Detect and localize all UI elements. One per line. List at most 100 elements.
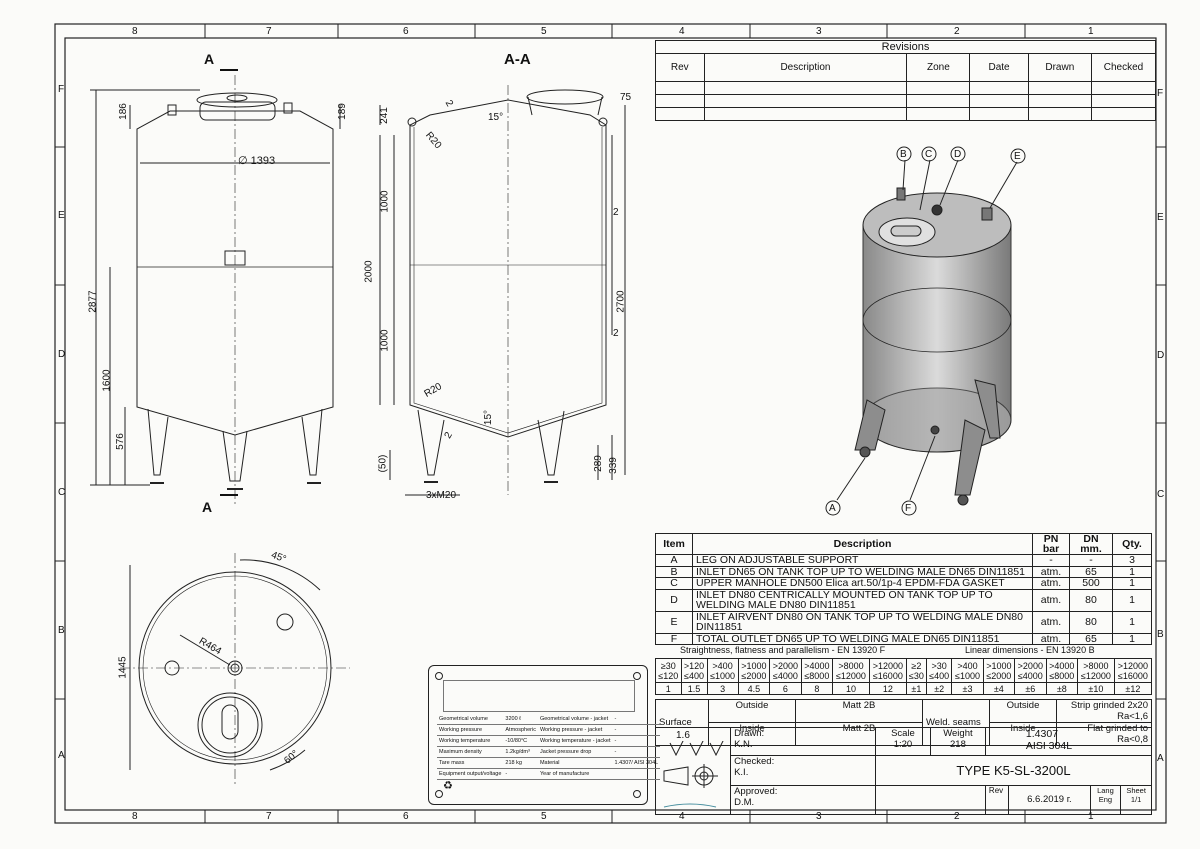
item-pn: - [1032,554,1070,567]
dim-m20: 3xM20 [426,490,457,501]
col-label: 8 [132,26,138,37]
tol-left-value: 6 [769,682,802,695]
item-dn: 80 [1069,610,1113,634]
col-label: 5 [541,26,547,37]
rev-header: Rev [655,53,705,82]
rev-header: Checked [1091,53,1156,82]
section-title: A-A [504,51,531,68]
row-label: E [1157,212,1164,223]
angle-15-top: 15° [488,112,504,123]
tol-right-value: ±6 [1014,682,1047,695]
item-dn: 65 [1069,565,1113,578]
plate-key: Geometrical volume [437,714,504,725]
dim-50: (50) [377,454,389,473]
items-header-description: Description [692,533,1033,555]
drawn-label: Drawn: [734,728,765,739]
plate-value: - [612,724,661,736]
tol-left-range: ≥30 ≤120 [655,658,682,683]
row-label: C [1157,489,1165,500]
weld-outside: Outside [989,699,1057,723]
col-label: 1 [1088,811,1094,822]
surface-outside-val: Matt 2B [795,699,923,723]
col-label: 6 [403,26,409,37]
item-code: C [655,577,693,590]
tol-left-value: 3 [706,682,739,695]
tol-left-range: >8000 ≤12000 [832,658,870,683]
item-qty: 1 [1112,632,1152,645]
tol-left-range: >12000 ≤16000 [868,658,907,683]
dim-2877: 2877 [87,290,99,313]
tolerance-table: ≥30 ≤120>120 ≤400>400 ≤1000>1000 ≤2000>2… [655,658,1153,695]
tol-left-range: >4000 ≤8000 [800,658,834,683]
col-label: 3 [816,811,822,822]
scale-value: 1:20 [893,739,913,750]
iso-label-f: F [905,503,912,514]
item-pn: atm. [1032,588,1070,612]
col-label: 2 [954,811,960,822]
dim-576: 576 [114,433,126,450]
plate-value: - [612,746,661,758]
row-label: C [58,487,66,498]
iso-label-e: E [1014,151,1021,162]
item-code: A [655,554,693,567]
isometric-view [825,146,1026,516]
item-qty: 1 [1112,588,1152,612]
item-code: B [655,565,693,578]
dim-1445: 1445 [117,656,129,679]
col-label: 4 [679,26,685,37]
disposal-icon: ♻ [443,780,453,792]
tol-right-title: Linear dimensions - EN 13920 B [965,645,1095,655]
tol-right-value: ±3 [951,682,984,695]
approved-by: D.M. [734,796,755,808]
dim-75: 75 [620,92,632,103]
tol-right-value: ±4 [982,682,1016,695]
surface-outside: Outside [708,699,796,723]
tol-right-range: >2000 ≤4000 [1014,658,1047,683]
plate-key: Maximum density [437,746,504,758]
dim-289: 289 [592,455,604,472]
section-view [379,85,626,496]
plate-value: 3200 ℓ [503,714,538,725]
dim-241: 241 [378,107,390,124]
scale-label: Scale [891,728,915,739]
col-label: 4 [679,811,685,822]
dim-2-shell-a: 2 [613,207,619,218]
rev-label: Rev [984,784,1010,816]
row-label: A [1157,753,1164,764]
plate-key: Material [537,757,613,769]
dim-1000-a: 1000 [379,190,391,213]
item-code: F [655,632,693,645]
rev-header: Description [703,53,908,82]
plate-key: Working temperature [437,735,504,747]
item-description: INLET AIRVENT DN80 ON TANK TOP UP TO WEL… [692,610,1033,634]
row-label: E [58,210,65,221]
roughness-value: 1.6 [676,730,690,741]
drawn-by: K.N. [734,739,753,750]
plate-value: 218 kg [503,757,538,769]
plate-key: Working temperature - jacket [537,735,613,747]
row-label: A [58,750,65,761]
item-qty: 1 [1112,577,1152,590]
col-label: 6 [403,811,409,822]
item-dn: 65 [1069,632,1113,645]
tol-right-range: >12000 ≤16000 [1113,658,1153,683]
rev-header: Date [969,53,1029,82]
items-header-pn-unit: bar [1042,543,1060,555]
plate-value: - [503,768,538,780]
item-dn: 500 [1069,577,1113,590]
tol-right-value: ±10 [1077,682,1115,695]
dim-1600: 1600 [101,369,113,392]
item-description: TOTAL OUTLET DN65 UP TO WELDING MALE DN6… [692,632,1033,645]
iso-label-c: C [925,149,933,160]
drawing-title: TYPE K5-SL-3200L [874,755,1153,786]
item-dn: - [1069,554,1113,567]
rev-header: Drawn [1027,53,1093,82]
plate-value: - [612,735,661,747]
dim-186: 186 [117,103,129,120]
tol-left-range: >120 ≤400 [680,658,708,683]
tol-left-value: 1.5 [680,682,708,695]
rev-header: Zone [906,53,971,82]
